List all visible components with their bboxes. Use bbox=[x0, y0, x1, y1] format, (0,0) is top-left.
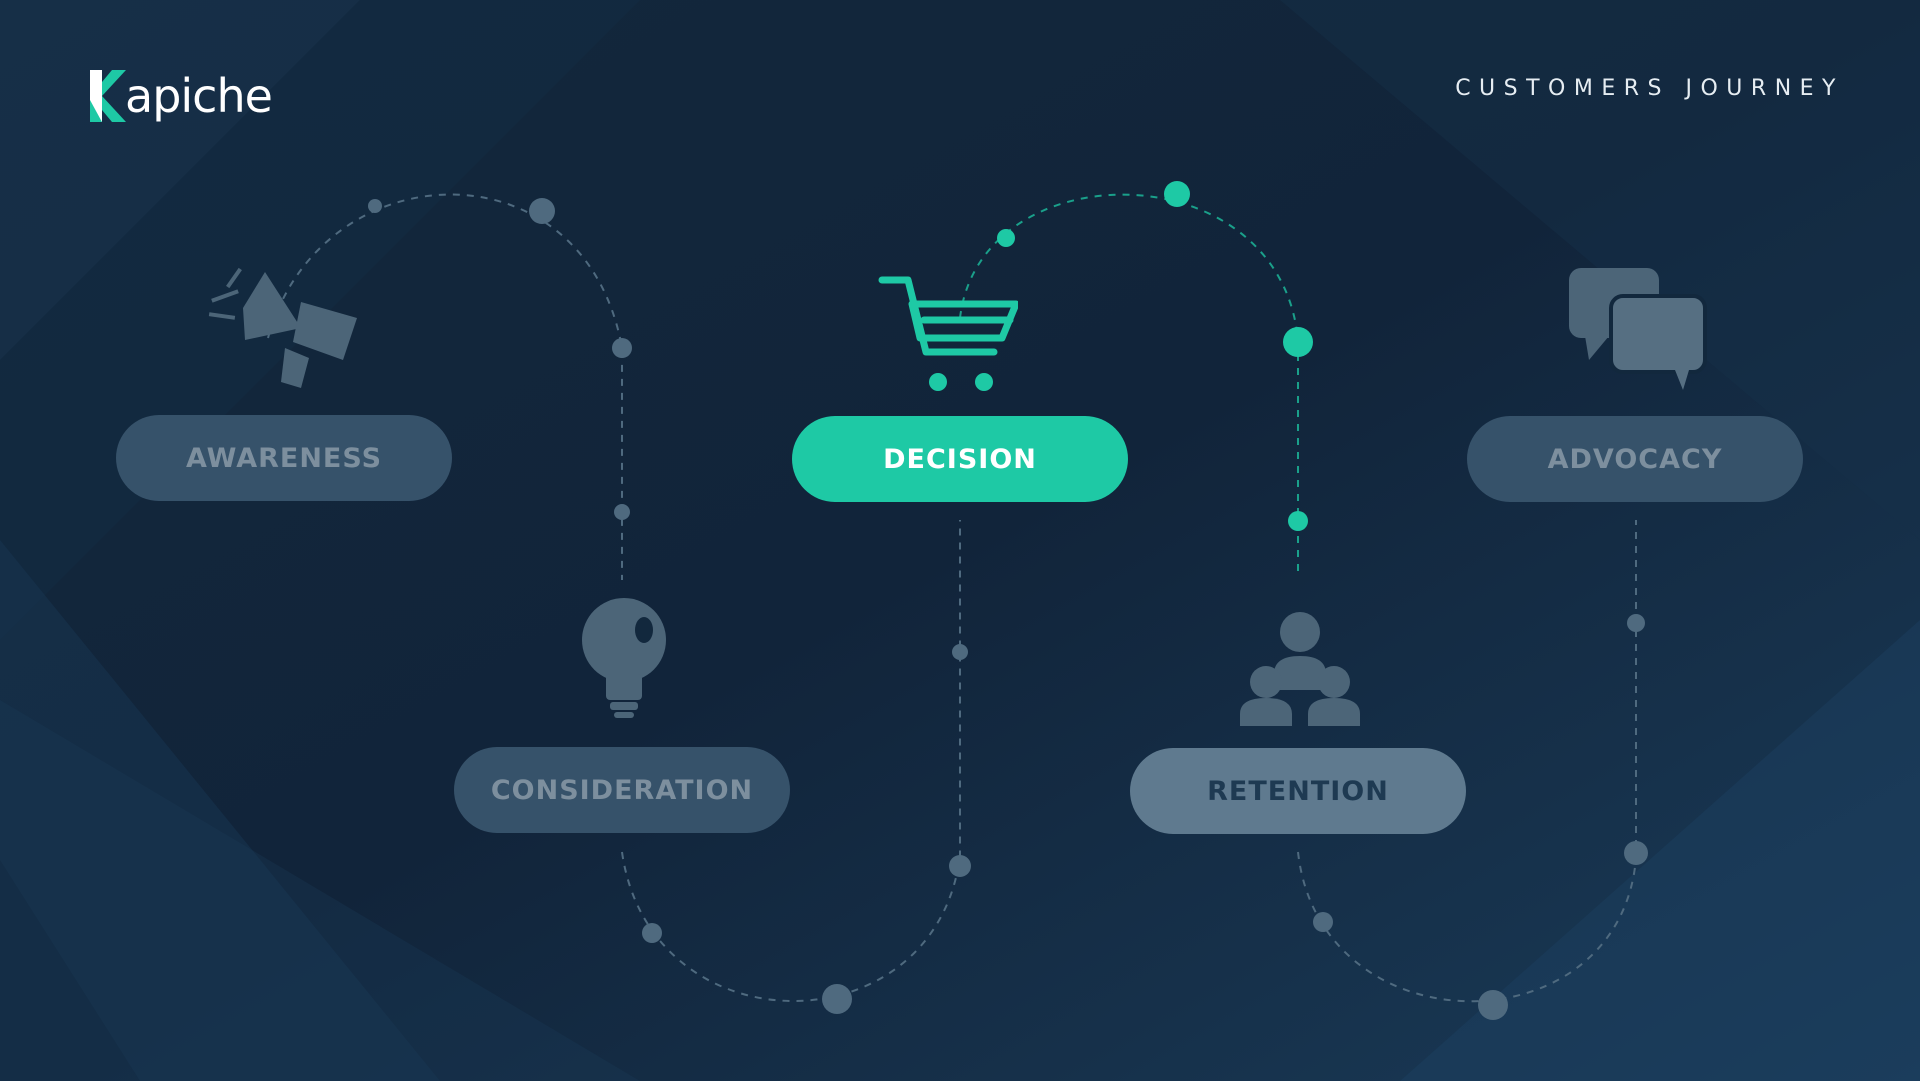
path-dot bbox=[1624, 841, 1648, 865]
path-dot-active bbox=[1164, 181, 1190, 207]
lightbulb-icon bbox=[582, 598, 666, 718]
path-dot bbox=[1313, 912, 1333, 932]
megaphone-icon bbox=[208, 267, 357, 388]
stage-consideration[interactable]: CONSIDERATION bbox=[454, 747, 790, 833]
path-dot bbox=[614, 504, 630, 520]
kapiche-logo-mark bbox=[90, 70, 126, 122]
page-title: CUSTOMERS JOURNEY bbox=[1455, 76, 1844, 101]
path-dot-active bbox=[1288, 511, 1308, 531]
path-dot bbox=[1478, 990, 1508, 1020]
shopping-cart-icon bbox=[878, 276, 1018, 391]
path-segment bbox=[1297, 520, 1637, 1003]
path-dot bbox=[642, 923, 662, 943]
kapiche-logo: apiche bbox=[88, 68, 273, 124]
path-dot bbox=[529, 198, 555, 224]
stage-decision[interactable]: DECISION bbox=[792, 416, 1128, 502]
path-dot bbox=[949, 855, 971, 877]
people-group-icon bbox=[1240, 612, 1360, 726]
stage-awareness-label: AWARENESS bbox=[185, 442, 383, 474]
stage-decision-label: DECISION bbox=[883, 443, 1037, 475]
stage-retention-label: RETENTION bbox=[1207, 775, 1389, 807]
path-dot-active bbox=[1283, 327, 1313, 357]
path-dot bbox=[368, 199, 382, 213]
stage-advocacy[interactable]: ADVOCACY bbox=[1467, 416, 1803, 502]
stage-retention[interactable]: RETENTION bbox=[1130, 748, 1466, 834]
path-dot bbox=[1627, 614, 1645, 632]
path-segment bbox=[267, 193, 623, 580]
logo-wordmark: apiche bbox=[125, 69, 273, 123]
chat-bubbles-icon bbox=[1569, 268, 1707, 390]
path-dot-active bbox=[997, 229, 1015, 247]
path-dot bbox=[612, 338, 632, 358]
path-dot bbox=[822, 984, 852, 1014]
path-dot bbox=[952, 644, 968, 660]
stage-awareness[interactable]: AWARENESS bbox=[116, 415, 452, 501]
path-segment bbox=[621, 520, 961, 1002]
stage-advocacy-label: ADVOCACY bbox=[1547, 443, 1723, 475]
stage-consideration-label: CONSIDERATION bbox=[490, 774, 754, 806]
